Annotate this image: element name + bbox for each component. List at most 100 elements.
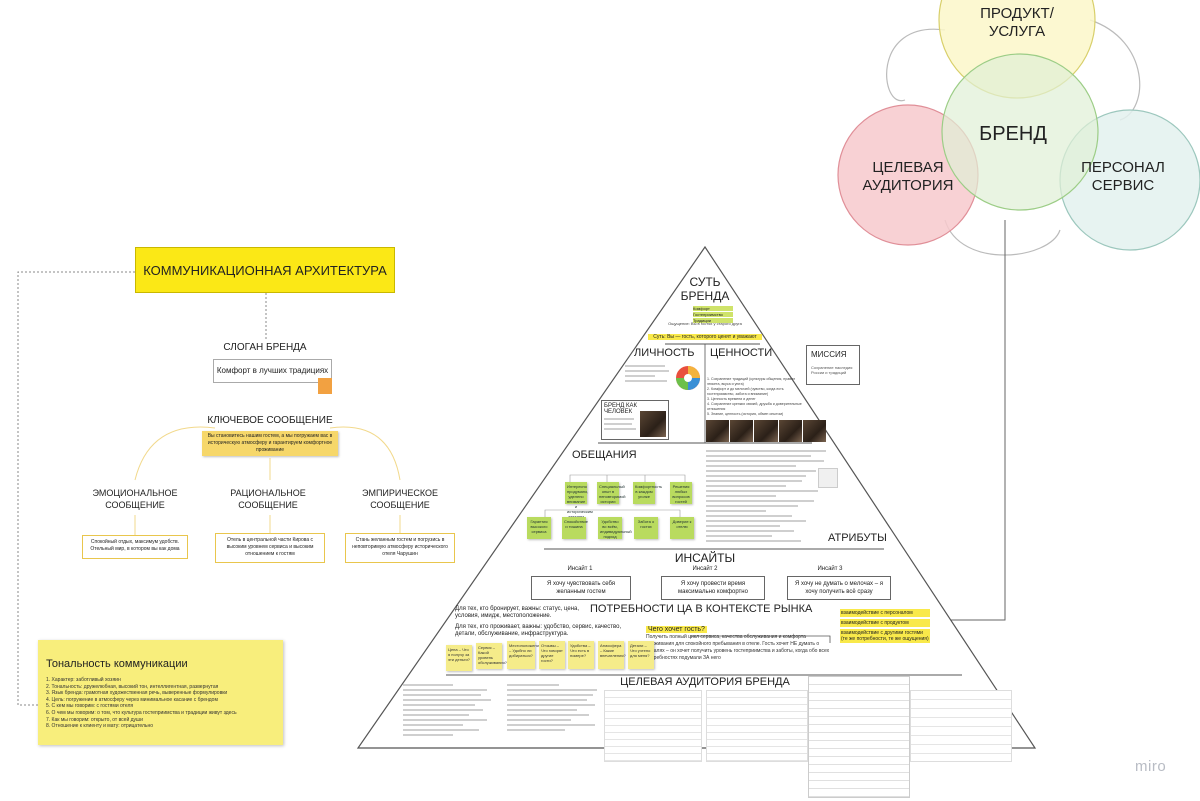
promise-sticky[interactable]: Интересно продумано, уделено внимание и … — [565, 482, 593, 519]
text-line — [403, 734, 453, 736]
essence-label-1: СУТЬ — [689, 275, 721, 289]
text-line — [403, 694, 481, 696]
need-sticky[interactable]: Детали – Что учтено для меня? — [628, 641, 654, 669]
venn-ring-path — [886, 28, 946, 102]
venn-audience-label-1: ЦЕЛЕВАЯ — [872, 159, 943, 176]
text-line — [507, 684, 559, 686]
venn-audience-label-2: АУДИТОРИЯ — [863, 177, 954, 194]
text-line — [706, 475, 806, 477]
text-line — [706, 525, 780, 527]
values-label: ЦЕННОСТИ — [710, 347, 773, 359]
promise-sticky[interactable]: Комфортность в каждом уголке — [633, 482, 662, 504]
text-line — [625, 365, 665, 367]
essence-items: Комфорт Гостеприимство Традиции — [693, 306, 733, 323]
need-sticky[interactable]: Удобства – Что есть в номере? — [568, 641, 594, 669]
text-line — [706, 495, 776, 497]
promise-sticky[interactable]: Удобство во всём, индивидуальный подход — [598, 517, 632, 539]
need-sticky[interactable]: Отзывы – Что говорят другие гости? — [539, 641, 565, 669]
need-sticky[interactable]: Местоположение – Удобно ли добираться? — [507, 641, 541, 669]
personality-notes — [625, 365, 670, 385]
value-item: 5. Знание, ценность (история, обмен опыт… — [707, 412, 784, 416]
tone-sticky[interactable]: Тональность коммуникации 1. Характер: за… — [38, 640, 283, 745]
text-line — [507, 709, 577, 711]
comm-architecture-title[interactable]: КОММУНИКАЦИОННАЯ АРХИТЕКТУРА — [135, 247, 395, 293]
attribute-thumbnail — [818, 468, 838, 488]
promise-sticky[interactable]: Забота о гостях — [634, 517, 658, 539]
tone-item: 2. Тональность: дружелюбная, высокий тон… — [46, 683, 219, 690]
slogan-box[interactable]: Комфорт в лучших традициях — [213, 359, 332, 383]
essence-item: Традиции — [693, 318, 733, 323]
venn-circle-brand[interactable] — [941, 53, 1099, 211]
slogan-note-sticky — [318, 378, 332, 394]
insight-box[interactable]: Я хочу не думать о мелочах – я хочу полу… — [787, 576, 891, 600]
essence-item: Комфорт — [693, 306, 733, 311]
promises-text-block — [706, 450, 828, 545]
text-line — [604, 423, 632, 425]
rational-label: РАЦИОНАЛЬНОЕ СООБЩЕНИЕ — [230, 488, 306, 510]
need-sticky[interactable]: Атмосфера – Какие впечатления? — [598, 641, 626, 669]
tone-item: 8. Отношение к клиенту и мату: отрицател… — [46, 723, 154, 730]
empiric-message-box[interactable]: Стань желанным гостем и погрузись в непо… — [345, 533, 455, 563]
tone-item: 6. О чем мы говорим: о том, что культура… — [46, 709, 237, 716]
brand-as-person-card[interactable]: БРЕНД КАК ЧЕЛОВЕК — [601, 400, 669, 440]
promise-sticky[interactable]: Доверие к отелю — [670, 517, 694, 539]
audience-table-1 — [604, 690, 702, 762]
needs-living: Для тех, кто проживает, важны: удобство,… — [455, 624, 622, 637]
audience-table-4 — [910, 690, 1012, 762]
essence-line: Ощущение: Вы в гостях у старого друга — [668, 321, 742, 326]
emotional-message-box[interactable]: Спокойный отдых, максимум удобств. Отель… — [82, 535, 188, 559]
text-line — [625, 375, 655, 377]
personality-wheel-icon — [676, 366, 700, 390]
value-item: 3. Ценность времени и денег — [707, 397, 756, 401]
emotional-label: ЭМОЦИОНАЛЬНОЕ СООБЩЕНИЕ — [92, 488, 178, 510]
text-line — [507, 704, 595, 706]
promise-sticky[interactable]: Гарантия высокого сервиса — [527, 517, 551, 539]
miro-logo[interactable]: miro — [1135, 758, 1167, 775]
text-line — [403, 719, 487, 721]
brand-as-person-label: БРЕНД КАК ЧЕЛОВЕК — [604, 403, 637, 415]
mission-box[interactable]: МИССИЯ Сохранение наследия России и трад… — [806, 345, 860, 385]
key-message-sticky[interactable]: Вы становитесь нашим гостем, а мы погруж… — [202, 431, 338, 456]
text-line — [706, 490, 818, 492]
text-line — [706, 510, 766, 512]
venn-staff-label-1: ПЕРСОНАЛ — [1081, 159, 1165, 176]
values-photo — [706, 420, 730, 442]
brand-venn-diagram: ПРОДУКТ/ УСЛУГА БРЕНД ЦЕЛЕВАЯ АУДИТОРИЯ … — [837, 0, 1200, 256]
mission-text: Сохранение наследия России и традиций — [811, 365, 853, 375]
interaction-item: взаимодействие с персоналом — [840, 609, 930, 617]
promise-sticky[interactable]: Решения любых вопросов гостей — [670, 482, 692, 504]
audience-text-mid — [507, 684, 602, 734]
tone-title: Тональность коммуникации — [46, 658, 188, 670]
insight-header: Инсайт 2 — [692, 566, 718, 572]
promise-sticky[interactable]: Спокойствие и тишина — [562, 517, 588, 539]
tone-item: 7. Как мы говорим: открыто, от всей души — [46, 716, 143, 723]
insight-box[interactable]: Я хочу чувствовать себя желанным гостем — [531, 576, 631, 600]
values-photo — [802, 420, 827, 442]
mission-label: МИССИЯ — [811, 350, 847, 359]
text-line — [507, 699, 587, 701]
key-message-label: КЛЮЧЕВОЕ СООБЩЕНИЕ — [207, 415, 333, 426]
text-line — [706, 485, 786, 487]
text-line — [706, 515, 792, 517]
values-photo — [778, 420, 802, 442]
insights-label: ИНСАЙТЫ — [674, 551, 736, 565]
rational-message-box[interactable]: Отель в центральной части Кирова с высок… — [215, 533, 325, 563]
need-sticky[interactable]: Цена – Что я получу за эти деньги? — [446, 645, 472, 671]
text-line — [604, 428, 636, 430]
text-line — [706, 450, 826, 452]
essence-label-2: БРЕНДА — [680, 289, 730, 303]
text-line — [706, 460, 824, 462]
text-line — [706, 465, 796, 467]
essence-highlight: Суть: Вы — гость, которого ценят и уважа… — [648, 334, 762, 340]
tone-item: 4. Цель: погружение в атмосферу через ми… — [46, 696, 218, 703]
need-sticky[interactable]: Сервис – Какой уровень обслуживания? — [476, 643, 507, 669]
essence-item: Гостеприимство — [693, 312, 733, 317]
guest-wants-label: Чего хочет гость? — [646, 626, 707, 633]
interactions-list: взаимодействие с персоналом взаимодейств… — [840, 609, 930, 643]
promise-sticky[interactable]: Специальный опыт в неповторимой истории — [597, 482, 626, 504]
text-line — [706, 470, 816, 472]
insight-box[interactable]: Я хочу провести время максимально комфор… — [661, 576, 765, 600]
guest-wants-text: Получить полный цикл сервиса, качества о… — [646, 634, 830, 661]
text-line — [706, 455, 811, 457]
